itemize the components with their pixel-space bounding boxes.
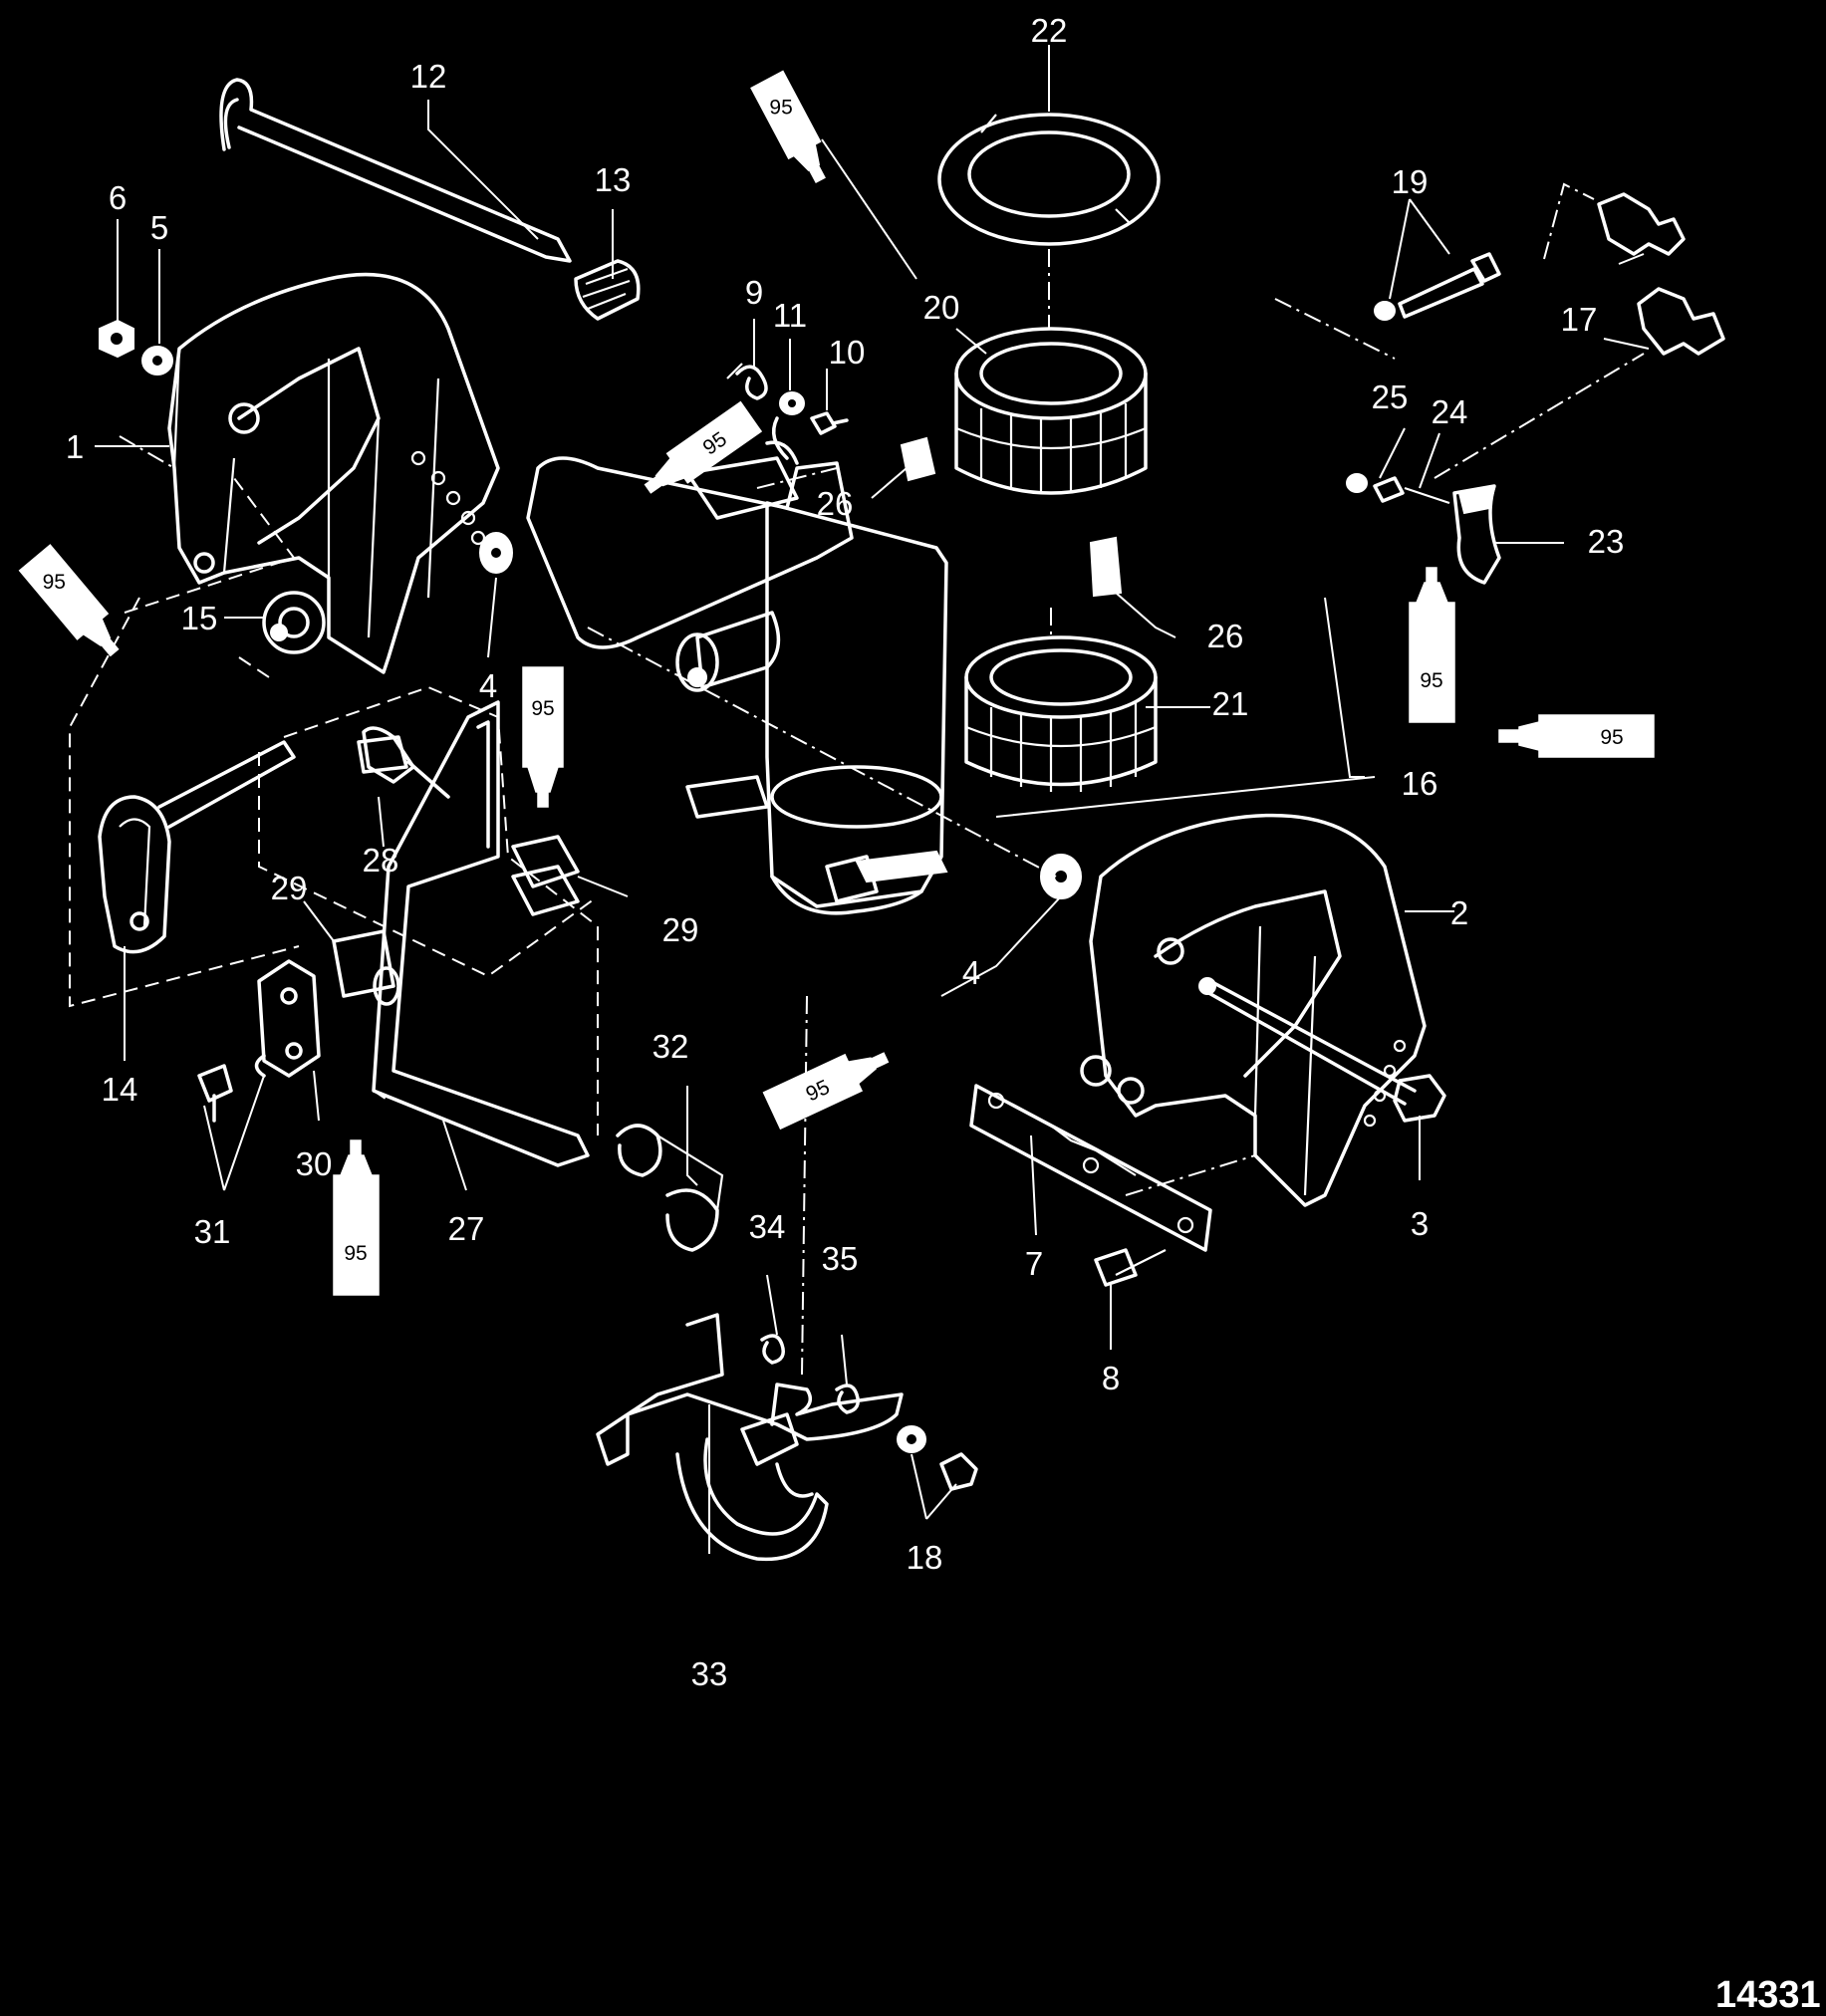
bearing-cage-upper [954,327,1148,495]
rod-grommet [574,259,641,321]
seal-ring [937,113,1161,246]
callout-16: 16 [1402,765,1438,802]
tube-5-label: 95 [1420,669,1442,692]
callout-5: 5 [150,209,168,246]
callout-26b: 26 [1207,618,1244,654]
callout-1: 1 [66,428,84,465]
clamp-bracket-left [167,272,500,674]
roller-bushing [262,591,326,654]
washer-and-nut [99,319,173,376]
plate-screw [1094,1248,1167,1287]
callout-4a: 4 [479,667,497,704]
callout-2: 2 [1450,894,1468,931]
assembly-lines [69,182,1645,1376]
spring-screw-washer [726,363,849,435]
callout-21: 21 [1212,685,1249,722]
pins-29 [332,835,580,1006]
through-bolt [1198,977,1446,1123]
cam-lever [1452,484,1501,585]
bolt-19 [1374,252,1501,321]
lubricant-tube-8: 95 [333,1139,380,1296]
lubricant-tube-3: 95 [18,544,120,657]
callout-31: 31 [194,1213,231,1250]
callout-34: 34 [749,1208,786,1245]
callout-29b: 29 [662,911,699,948]
bracket-30 [257,959,321,1078]
tube-1-label: 95 [769,96,792,119]
callout-labels: 12 13 6 5 1 15 4 9 11 10 22 20 19 17 25 … [66,12,1625,1692]
callout-9: 9 [745,274,763,311]
spring-and-washer [1346,473,1450,505]
tube-6-label: 95 [1600,726,1623,749]
callout-20: 20 [923,289,960,326]
figure-number: 14331 [1715,1974,1821,2016]
callout-11: 11 [773,297,807,334]
callout-26a: 26 [817,485,854,522]
callout-13: 13 [595,161,632,198]
lubricant-tube-7: 95 [762,1052,890,1131]
callout-3: 3 [1411,1205,1429,1242]
callout-27: 27 [448,1210,485,1247]
callout-7: 7 [1025,1245,1043,1282]
callout-19: 19 [1392,163,1429,200]
callout-35: 35 [822,1240,859,1277]
screw-and-washer-31 [197,1054,266,1123]
callout-14: 14 [102,1071,138,1108]
lubricant-tube-2: 95 [644,400,763,494]
callout-30: 30 [296,1145,333,1182]
leader-lines [95,45,1650,1554]
callout-25: 25 [1372,378,1409,415]
callout-15: 15 [181,600,218,636]
washer-and-screw-18 [897,1425,978,1491]
callout-18: 18 [907,1539,943,1576]
callout-24: 24 [1432,393,1468,430]
lubricant-tube-4: 95 [522,666,564,808]
callout-6: 6 [109,179,127,216]
reverse-lock-hook [596,1313,904,1562]
callout-32: 32 [652,1028,689,1065]
pin-28 [357,735,450,799]
callout-12: 12 [410,58,447,95]
callout-29a: 29 [271,870,308,906]
tube-3-label: 95 [43,571,66,594]
tilt-lock-arm [362,700,590,1167]
callout-8: 8 [1102,1360,1120,1396]
callout-28: 28 [363,842,399,879]
lock-lever [98,740,296,954]
lubricant-tube-5: 95 [1409,567,1455,723]
springs-34-35 [760,1334,860,1414]
callout-17: 17 [1561,301,1598,338]
bearing-cage-lower [964,635,1158,792]
lubricant-tube-1: 95 [750,70,826,184]
swivel-housing [526,416,948,915]
callout-23: 23 [1588,523,1625,560]
callout-4b: 4 [962,954,980,991]
spring-32 [616,1124,724,1252]
grease-fitting [1597,192,1725,356]
tilt-rod [219,78,572,263]
washers-4 [479,532,1082,899]
callout-22: 22 [1031,12,1068,49]
callout-33: 33 [691,1655,728,1692]
lubricant-tube-6: 95 [1498,714,1655,758]
tube-8-label: 95 [344,1242,367,1265]
trim-plate [969,1084,1212,1252]
callout-10: 10 [829,334,866,371]
tube-4-label: 95 [531,697,554,720]
